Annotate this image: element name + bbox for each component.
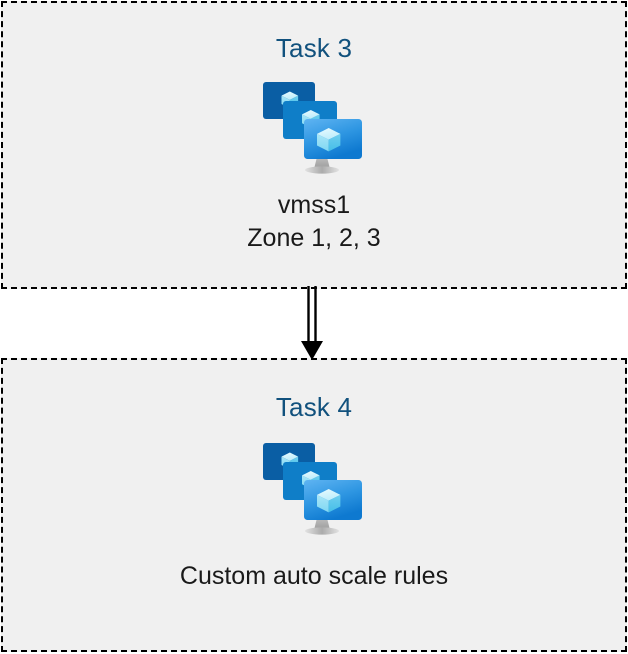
caption-line: vmss1 xyxy=(277,191,351,219)
monitor-front-shape xyxy=(304,480,362,520)
connector-arrow-task3-to-task4 xyxy=(292,286,336,362)
monitor-front-shape xyxy=(304,119,362,159)
task-title: Task 3 xyxy=(275,33,353,63)
vm-scale-set-icon xyxy=(255,438,373,538)
task-title: Task 4 xyxy=(275,392,353,422)
monitor-stand-shape xyxy=(305,518,339,535)
monitor-stand-shape xyxy=(305,157,339,174)
vm-scale-set-icon xyxy=(255,77,373,177)
arrow-head-icon xyxy=(301,341,323,360)
task-box-task4[interactable]: Task 4 xyxy=(1,358,627,652)
caption-line: Zone 1, 2, 3 xyxy=(247,224,381,252)
node-caption: Custom auto scale rules xyxy=(180,560,448,593)
node-caption: vmss1 Zone 1, 2, 3 xyxy=(247,189,380,255)
task-box-task3[interactable]: Task 3 xyxy=(1,1,627,289)
caption-line: Custom auto scale rules xyxy=(179,562,449,590)
